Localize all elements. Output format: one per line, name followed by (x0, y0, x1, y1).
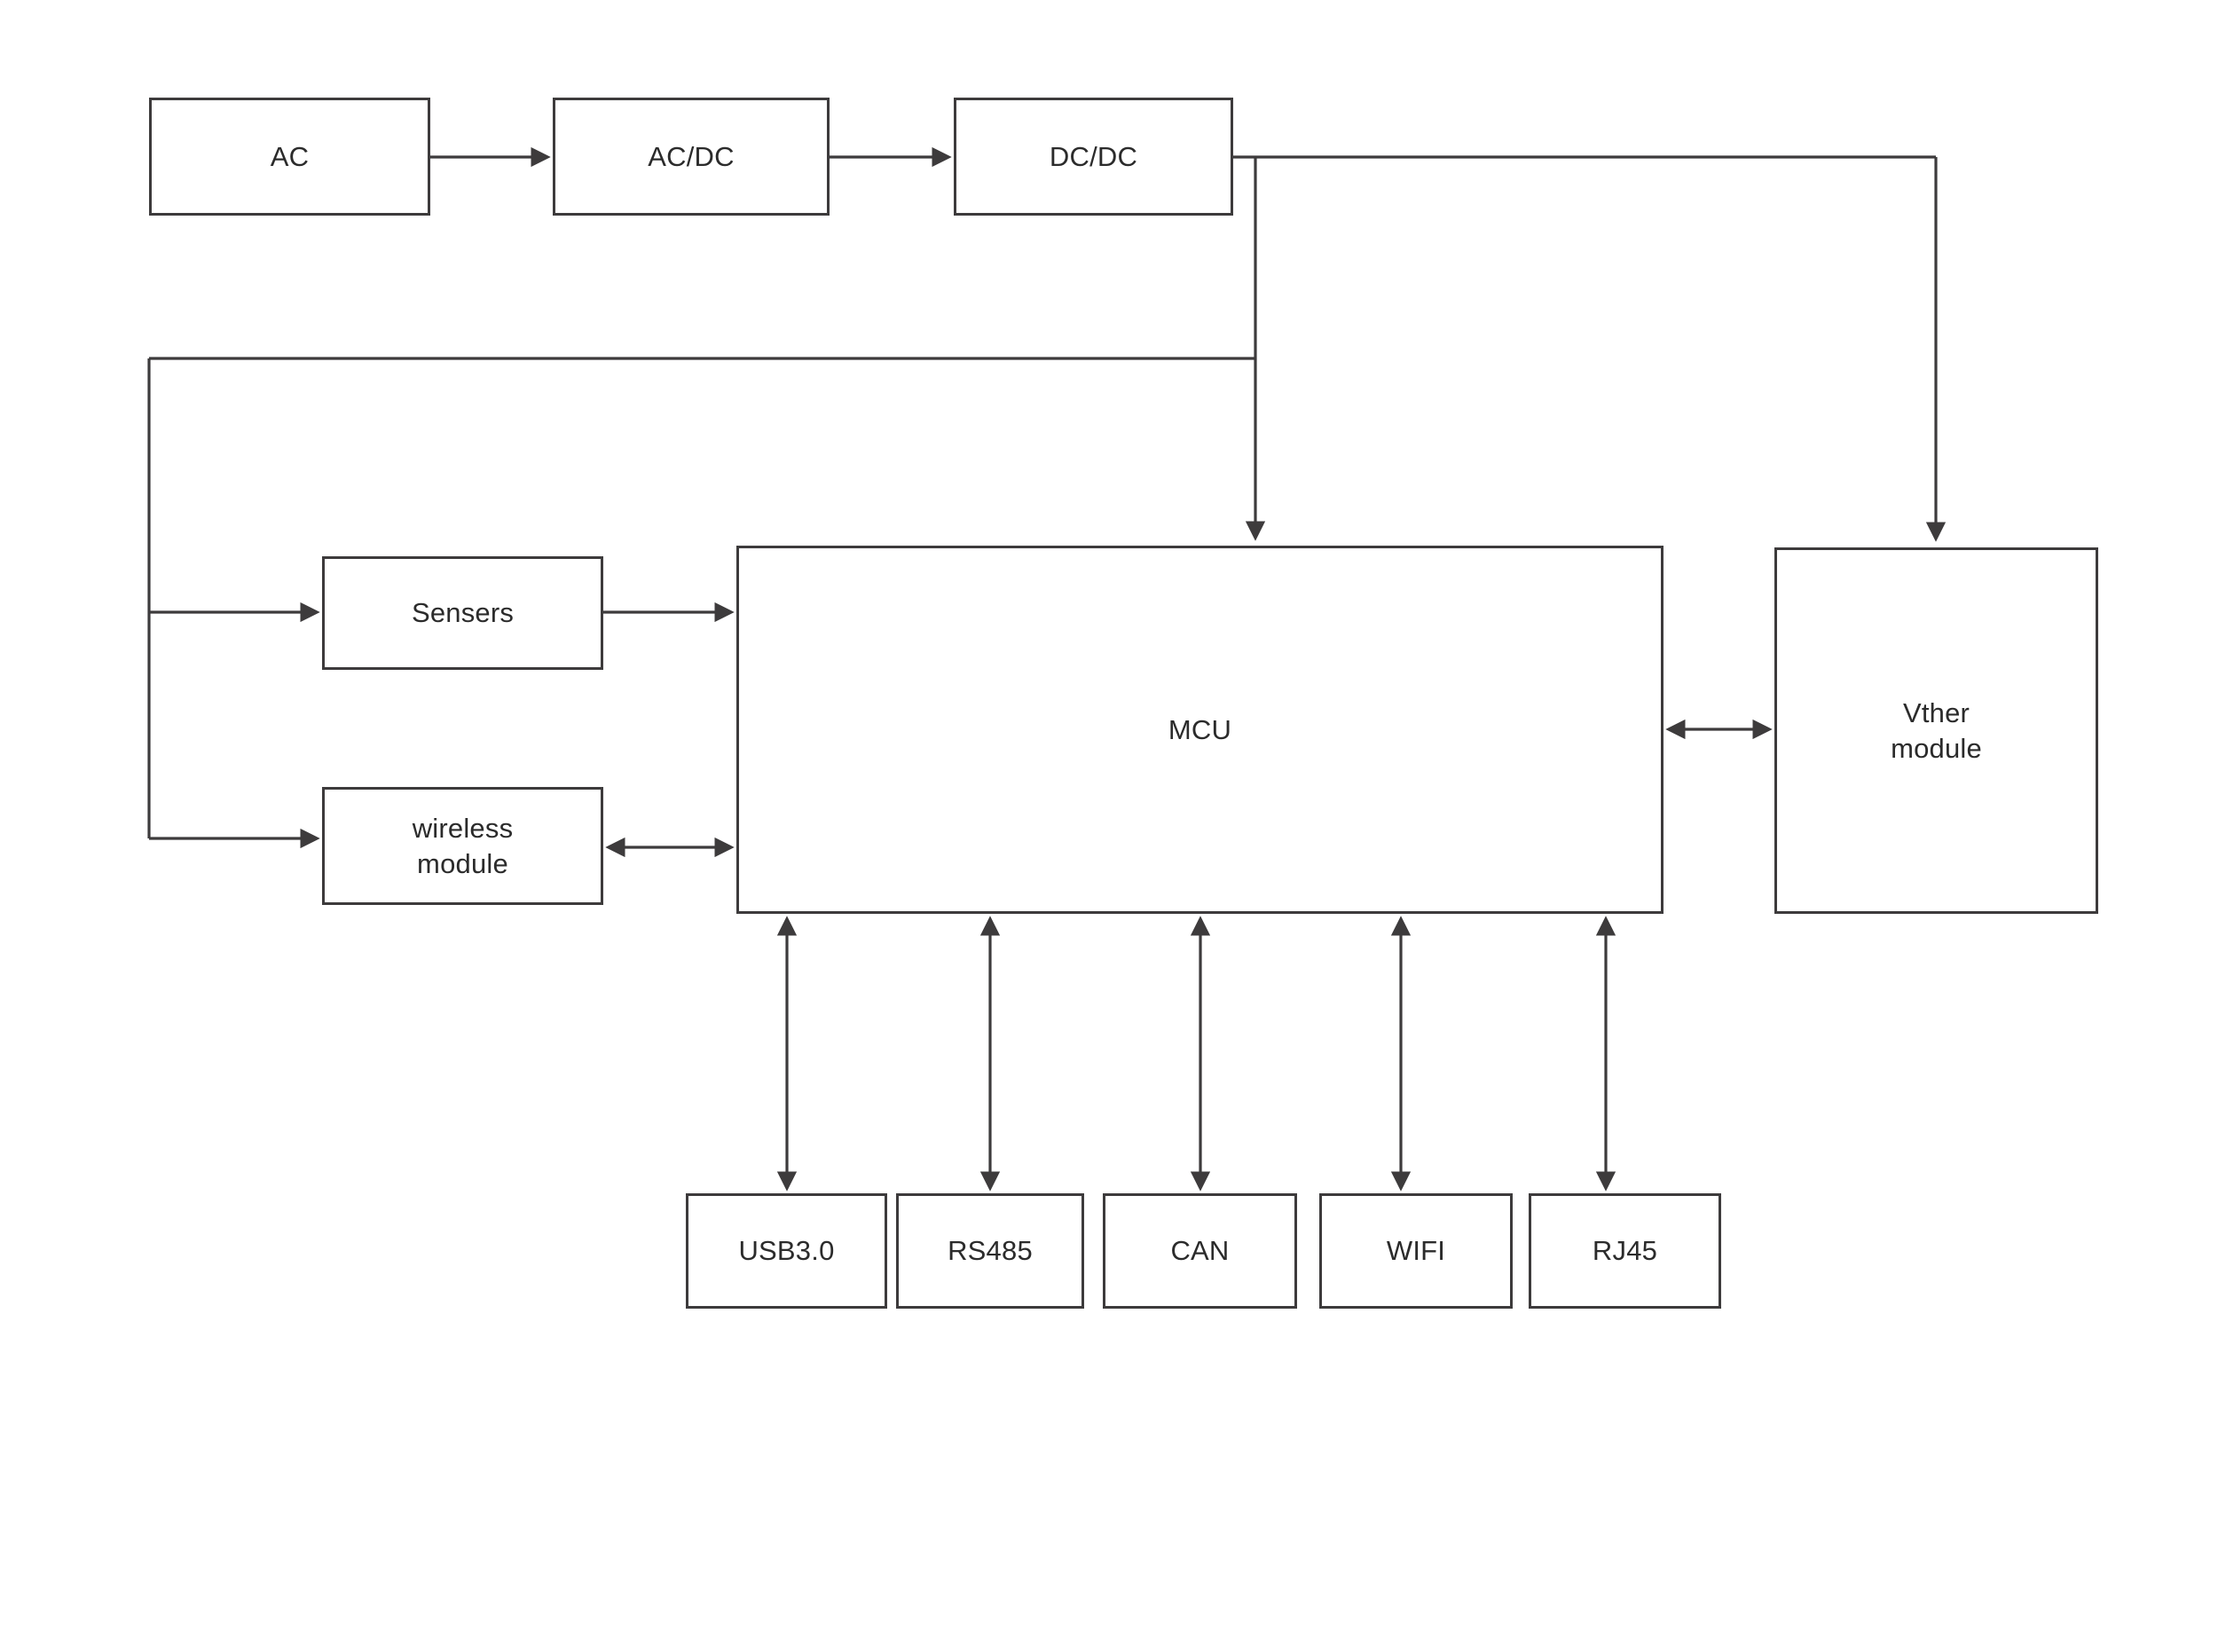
node-acdc[interactable]: AC/DC (553, 98, 830, 216)
node-dcdc-label: DC/DC (1049, 140, 1138, 172)
node-usb3[interactable]: USB3.0 (686, 1193, 887, 1309)
node-vther-module[interactable]: Vther module (1774, 547, 2098, 914)
node-ac[interactable]: AC (149, 98, 430, 216)
node-wireless-module-label: wireless module (412, 812, 514, 879)
node-can-label: CAN (1170, 1235, 1230, 1267)
node-ac-label: AC (270, 140, 310, 172)
node-rj45[interactable]: RJ45 (1529, 1193, 1721, 1309)
node-can[interactable]: CAN (1103, 1193, 1297, 1309)
node-rs485[interactable]: RS485 (896, 1193, 1084, 1309)
node-rj45-label: RJ45 (1592, 1235, 1658, 1267)
node-mcu-label: MCU (1168, 713, 1232, 745)
node-acdc-label: AC/DC (648, 140, 735, 172)
node-sensers-label: Sensers (411, 597, 515, 629)
node-vther-module-label: Vther module (1891, 696, 1982, 764)
node-dcdc[interactable]: DC/DC (954, 98, 1233, 216)
node-wireless-module[interactable]: wireless module (322, 787, 603, 905)
node-usb3-label: USB3.0 (738, 1235, 835, 1267)
node-wifi-label: WIFI (1386, 1235, 1446, 1267)
node-sensers[interactable]: Sensers (322, 556, 603, 670)
node-wifi[interactable]: WIFI (1319, 1193, 1513, 1309)
node-rs485-label: RS485 (948, 1235, 1033, 1267)
node-mcu[interactable]: MCU (736, 546, 1664, 914)
